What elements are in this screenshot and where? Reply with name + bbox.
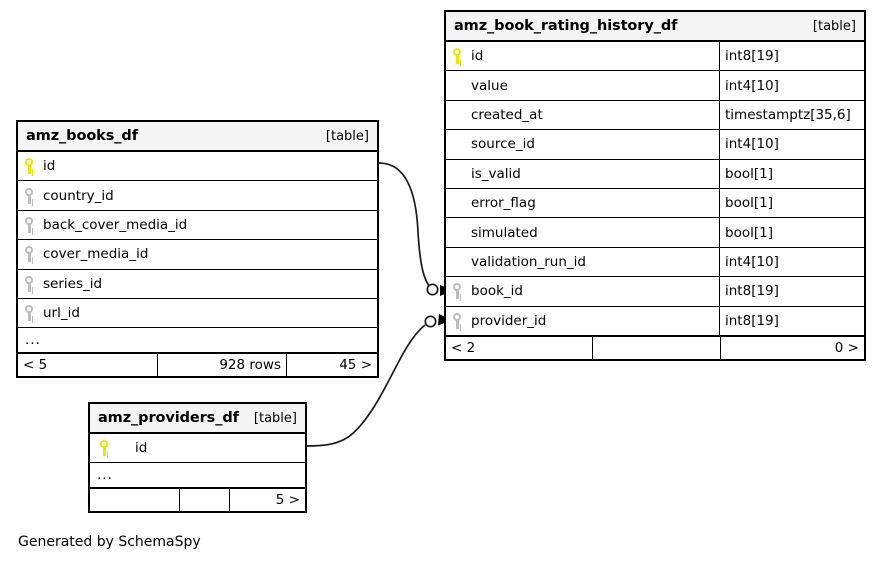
column-type: int8[19] bbox=[719, 277, 864, 306]
column-type: int4[10] bbox=[719, 130, 864, 159]
column-label: error_flag bbox=[471, 195, 536, 212]
column-label: book_id bbox=[471, 283, 523, 300]
entity-title: amz_books_df bbox=[26, 128, 138, 144]
column-row-book-id[interactable]: book_id int8[19] bbox=[446, 277, 864, 307]
foreign-key-icon bbox=[453, 312, 462, 329]
stat-outbound-relationships[interactable]: 5 > bbox=[229, 489, 305, 512]
entity-stats-row: < 5 928 rows 45 > bbox=[18, 353, 377, 377]
entity-header: amz_books_df [table] bbox=[18, 122, 377, 152]
column-row-created-at[interactable]: created_at timestamptz[35,6] bbox=[446, 100, 864, 131]
entity-stats-row: < 2 0 > bbox=[446, 335, 864, 359]
column-row-error-flag[interactable]: error_flag bool[1] bbox=[446, 188, 864, 219]
column-name-cell: cover_media_id bbox=[18, 240, 377, 268]
column-type: bool[1] bbox=[719, 188, 864, 218]
generated-by-caption: Generated by SchemaSpy bbox=[18, 534, 201, 550]
column-label: provider_id bbox=[471, 312, 547, 329]
stat-outbound-relationships[interactable]: 45 > bbox=[286, 354, 377, 377]
column-row-simulated[interactable]: simulated bool[1] bbox=[446, 218, 864, 248]
column-name-cell: url_id bbox=[18, 299, 377, 327]
column-label: id bbox=[135, 440, 148, 457]
entity-table-amz-providers-df[interactable]: amz_providers_df [table] id ... 5 > bbox=[88, 402, 307, 514]
entity-type-tag: [table] bbox=[325, 128, 369, 144]
column-name-cell: provider_id bbox=[446, 307, 719, 335]
more-columns-indicator[interactable]: ... bbox=[90, 463, 305, 489]
column-name-cell: simulated bbox=[446, 218, 719, 246]
column-row-validation-run-id[interactable]: validation_run_id int4[10] bbox=[446, 247, 864, 278]
entity-header: amz_book_rating_history_df [table] bbox=[446, 12, 864, 42]
stat-row-count: 928 rows bbox=[157, 354, 286, 377]
column-label: validation_run_id bbox=[471, 253, 586, 270]
column-row-value[interactable]: value int4[10] bbox=[446, 71, 864, 101]
column-label: id bbox=[471, 48, 484, 65]
column-label: cover_media_id bbox=[43, 246, 149, 263]
more-columns-indicator[interactable]: ... bbox=[18, 328, 377, 354]
entity-table-amz-book-rating-history-df[interactable]: amz_book_rating_history_df [table] id in… bbox=[444, 10, 866, 361]
column-name-cell: id bbox=[446, 42, 719, 70]
foreign-key-icon bbox=[453, 283, 462, 300]
column-type: int4[10] bbox=[719, 71, 864, 100]
entity-stats-row: 5 > bbox=[90, 488, 305, 512]
entity-type-tag: [table] bbox=[253, 410, 297, 426]
entity-table-amz-books-df[interactable]: amz_books_df [table] id country_id back_… bbox=[16, 120, 379, 379]
column-name-cell: error_flag bbox=[446, 189, 719, 217]
column-row-is-valid[interactable]: is_valid bool[1] bbox=[446, 159, 864, 189]
column-type: timestamptz[35,6] bbox=[719, 100, 864, 130]
column-type: bool[1] bbox=[719, 218, 864, 247]
primary-key-icon bbox=[100, 440, 109, 457]
column-label: url_id bbox=[43, 305, 80, 322]
column-name-cell: value bbox=[446, 71, 719, 99]
column-row-provider-id[interactable]: provider_id int8[19] bbox=[446, 306, 864, 336]
stat-inbound-relationships[interactable]: < 5 bbox=[23, 357, 48, 374]
column-name-cell: series_id bbox=[18, 270, 377, 298]
column-label: value bbox=[471, 77, 508, 94]
stat-inbound-relationships[interactable]: < 2 bbox=[451, 339, 476, 356]
column-row-country-id[interactable]: country_id bbox=[18, 181, 377, 211]
foreign-key-icon bbox=[25, 187, 34, 204]
relationship-books-to-rating-history bbox=[378, 162, 453, 296]
column-row-id[interactable]: id bbox=[18, 152, 377, 182]
column-name-cell: validation_run_id bbox=[446, 248, 719, 276]
primary-key-icon bbox=[453, 48, 462, 65]
stat-row-count bbox=[179, 489, 229, 512]
foreign-key-icon bbox=[25, 275, 34, 292]
column-label: country_id bbox=[43, 187, 114, 204]
column-name-cell: created_at bbox=[446, 101, 719, 129]
foreign-key-icon bbox=[25, 246, 34, 263]
column-row-back-cover-media-id[interactable]: back_cover_media_id bbox=[18, 211, 377, 241]
stat-row-count bbox=[592, 336, 720, 359]
entity-header: amz_providers_df [table] bbox=[90, 404, 305, 434]
column-label: series_id bbox=[43, 275, 103, 292]
column-label: is_valid bbox=[471, 165, 521, 182]
column-name-cell: back_cover_media_id bbox=[18, 211, 377, 239]
column-row-id[interactable]: id int8[19] bbox=[446, 42, 864, 72]
column-label: source_id bbox=[471, 136, 535, 153]
primary-key-icon bbox=[25, 158, 34, 175]
column-label: simulated bbox=[471, 224, 538, 241]
column-row-series-id[interactable]: series_id bbox=[18, 270, 377, 299]
column-type: int8[19] bbox=[719, 42, 864, 71]
foreign-key-icon bbox=[25, 216, 34, 233]
column-row-url-id[interactable]: url_id bbox=[18, 299, 377, 329]
column-row-id[interactable]: id bbox=[90, 434, 305, 464]
entity-title: amz_providers_df bbox=[98, 410, 239, 426]
entity-title: amz_book_rating_history_df bbox=[454, 18, 678, 34]
column-label: id bbox=[43, 158, 56, 175]
column-name-cell: id bbox=[18, 152, 377, 180]
column-row-cover-media-id[interactable]: cover_media_id bbox=[18, 240, 377, 270]
column-name-cell: book_id bbox=[446, 277, 719, 305]
entity-type-tag: [table] bbox=[812, 18, 856, 34]
column-type: int8[19] bbox=[719, 306, 864, 335]
column-name-cell: country_id bbox=[18, 181, 377, 209]
column-label: created_at bbox=[471, 106, 543, 123]
column-type: bool[1] bbox=[719, 159, 864, 188]
column-name-cell: is_valid bbox=[446, 160, 719, 188]
column-name-cell: id bbox=[90, 434, 305, 462]
column-type: int4[10] bbox=[719, 247, 864, 277]
column-row-source-id[interactable]: source_id int4[10] bbox=[446, 130, 864, 160]
column-label: back_cover_media_id bbox=[43, 216, 188, 233]
column-name-cell: source_id bbox=[446, 130, 719, 158]
foreign-key-icon bbox=[25, 305, 34, 322]
stat-inbound-relationships[interactable] bbox=[90, 489, 179, 511]
stat-outbound-relationships[interactable]: 0 > bbox=[720, 336, 864, 359]
